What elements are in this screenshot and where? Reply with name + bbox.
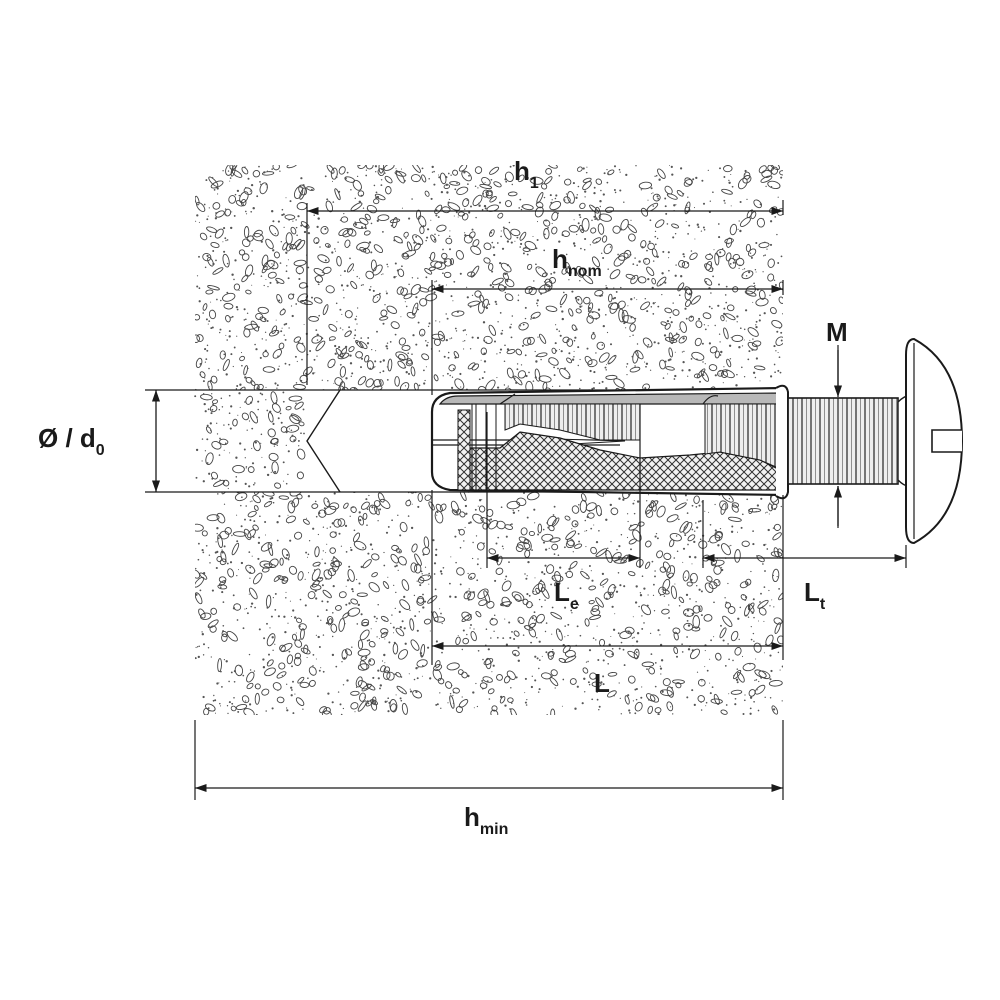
label-d0: Ø / d0 xyxy=(38,423,105,459)
label-lt: Lt xyxy=(804,577,826,613)
dimension-lines xyxy=(151,206,906,793)
label-le: Le xyxy=(554,577,579,613)
label-hnom: hnom xyxy=(552,244,602,280)
dimension-labels: h1 hnom Ø / d0 M Le Lt L hmin xyxy=(38,156,848,838)
label-hmin: hmin xyxy=(464,802,508,838)
label-h1: h1 xyxy=(514,156,539,192)
label-l: L xyxy=(594,668,610,698)
label-m: M xyxy=(826,317,848,347)
sleeve-anchor-icon xyxy=(430,337,964,545)
